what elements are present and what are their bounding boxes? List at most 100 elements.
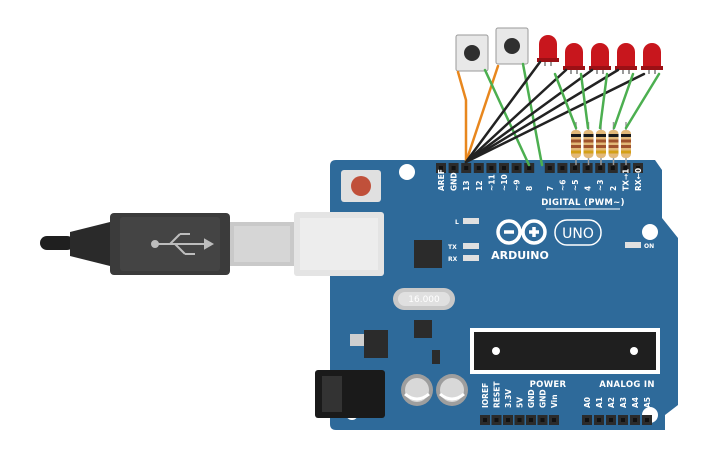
pin-label: A4 xyxy=(631,397,640,408)
pin-label: AREF xyxy=(437,169,446,191)
led-l-label: L xyxy=(455,219,459,226)
pin-socket xyxy=(597,418,601,422)
pin-socket xyxy=(547,166,552,170)
power-header xyxy=(480,415,559,425)
wire-green[interactable] xyxy=(612,72,635,130)
power-section-label: POWER xyxy=(530,380,567,390)
wire-green[interactable] xyxy=(553,72,578,130)
analog-header xyxy=(582,415,652,425)
pin-socket xyxy=(621,418,625,422)
pin-label: IOREF xyxy=(481,383,490,408)
pin-socket xyxy=(609,418,613,422)
transistor xyxy=(432,350,440,364)
pin-socket xyxy=(476,166,481,170)
pin-socket xyxy=(439,166,443,170)
usb-cable[interactable] xyxy=(40,213,294,275)
pin-label: 3.3V xyxy=(504,389,513,408)
mount-hole xyxy=(642,224,658,240)
pin-socket xyxy=(610,166,615,170)
wire-black[interactable] xyxy=(464,68,568,164)
power-jack xyxy=(315,370,385,418)
mount-hole xyxy=(399,164,415,180)
led[interactable] xyxy=(615,43,637,74)
led-rx-label: RX xyxy=(448,256,458,263)
pin-label: 2 xyxy=(609,186,618,191)
pin-socket xyxy=(451,166,456,170)
led-tx-label: TX xyxy=(448,244,457,251)
pin-socket xyxy=(598,166,603,170)
pin-label: A2 xyxy=(607,397,616,408)
pin-label: TX→1 xyxy=(621,169,630,191)
pin-label: ~3 xyxy=(596,179,605,191)
brand-label: ARDUINO xyxy=(491,249,549,262)
pin-socket xyxy=(623,166,628,170)
pin-label: A5 xyxy=(643,397,652,408)
pin-socket xyxy=(506,418,510,422)
pin-label: 8 xyxy=(525,186,534,191)
pin-socket xyxy=(502,166,506,170)
arduino-logo: ARDUINO UNO xyxy=(491,219,602,262)
led[interactable] xyxy=(589,43,611,74)
pin-label: RESET xyxy=(493,381,502,408)
pin-label: GND xyxy=(539,389,548,408)
pin-socket xyxy=(514,166,519,170)
led-rx-indicator xyxy=(463,255,479,261)
wire-black[interactable] xyxy=(464,60,542,164)
led-tx-indicator xyxy=(463,243,479,249)
pin-label: A0 xyxy=(583,397,592,408)
pin-label: 12 xyxy=(475,181,484,191)
wire-black[interactable] xyxy=(464,72,646,164)
wire-orange[interactable] xyxy=(464,64,500,164)
wire-green[interactable] xyxy=(624,72,661,130)
led-array xyxy=(537,35,663,74)
crystal-oscillator: 16.000 xyxy=(393,288,455,310)
led[interactable] xyxy=(641,43,663,74)
pin-label: ~9 xyxy=(513,179,522,191)
wire-orange[interactable] xyxy=(456,70,468,164)
wire-green[interactable] xyxy=(483,68,531,167)
model-label: UNO xyxy=(562,226,594,242)
crystal-label: 16.000 xyxy=(408,295,440,305)
digital-section-label: DIGITAL (PWM~) xyxy=(541,198,625,208)
resistor[interactable] xyxy=(583,122,594,165)
pin-socket xyxy=(540,418,545,422)
pin-label: 4 xyxy=(584,186,593,191)
usb-symbol-icon xyxy=(151,233,215,255)
pin-socket xyxy=(489,166,494,170)
pin-label: Vin xyxy=(550,394,559,408)
pin-socket xyxy=(633,418,637,422)
resistor[interactable] xyxy=(596,122,606,165)
reset-button[interactable] xyxy=(341,170,381,202)
resistor[interactable] xyxy=(571,122,581,165)
pin-socket xyxy=(585,418,589,422)
pushbutton[interactable] xyxy=(495,27,529,65)
led[interactable] xyxy=(537,35,559,66)
led-on-label: ON xyxy=(644,243,654,250)
pin-socket xyxy=(483,418,487,422)
usb-chip xyxy=(414,240,442,268)
wire-green[interactable] xyxy=(579,72,590,130)
wire-black[interactable] xyxy=(464,68,594,164)
pin-label: A1 xyxy=(595,397,604,408)
arduino-uno-board: 16.000 xyxy=(294,160,678,430)
pin-label: 13 xyxy=(462,181,471,191)
wire-green[interactable] xyxy=(598,72,609,130)
pin-label: GND xyxy=(450,172,459,191)
pin-label: RX←0 xyxy=(634,168,643,191)
led[interactable] xyxy=(563,43,585,74)
pin-label: GND xyxy=(527,389,536,408)
small-chip xyxy=(414,320,432,338)
pushbutton[interactable] xyxy=(455,34,489,72)
led-on-indicator xyxy=(625,242,641,248)
pin-label: ~6 xyxy=(558,179,567,191)
analog-section-label: ANALOG IN xyxy=(599,380,655,390)
pin-socket xyxy=(517,418,522,422)
pin-socket xyxy=(585,166,590,170)
wire-black[interactable] xyxy=(464,68,620,164)
atmega-chip xyxy=(470,328,660,374)
resistor[interactable] xyxy=(608,122,619,165)
